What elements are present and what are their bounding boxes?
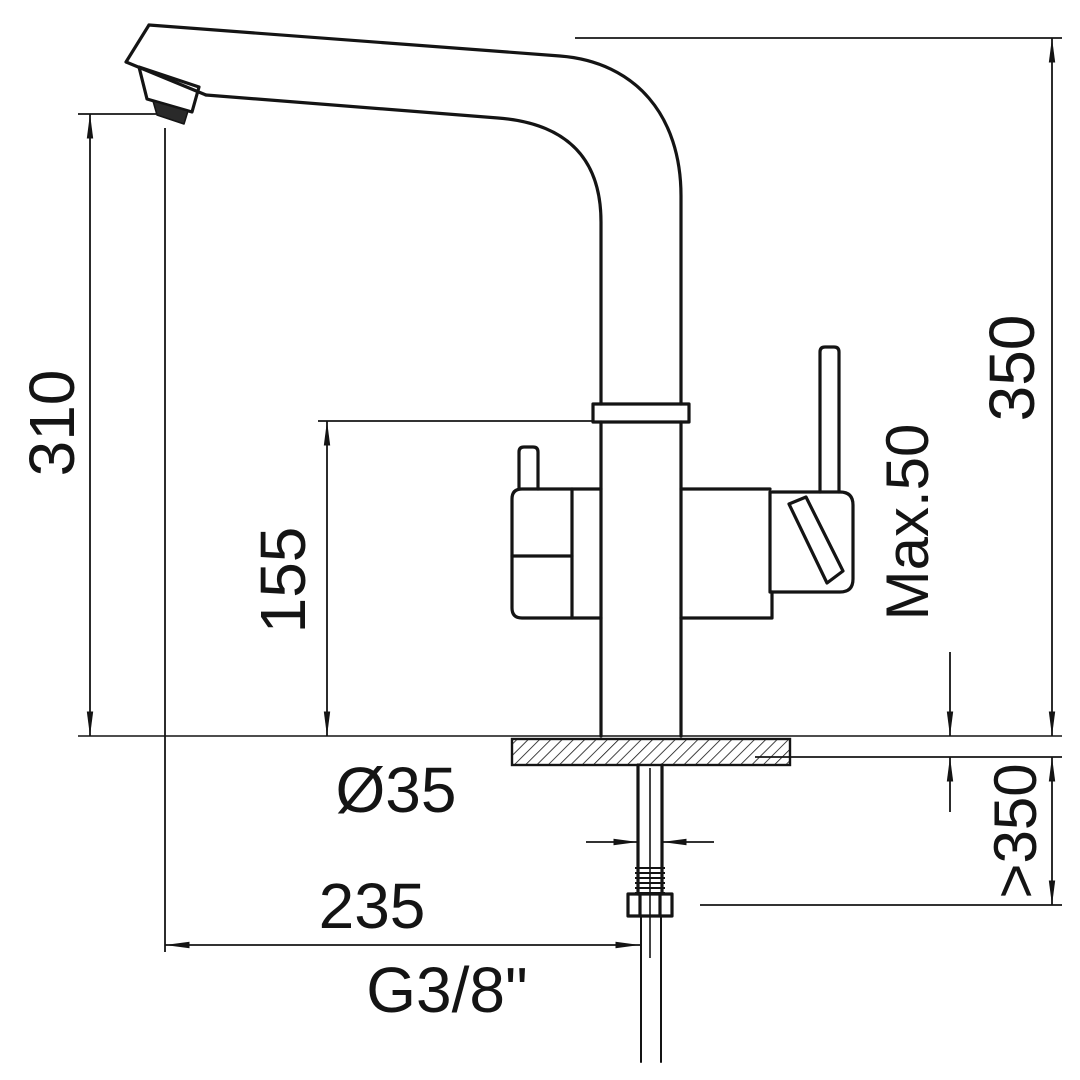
aerator-body-path — [137, 65, 201, 114]
dimension-thread-size: G3/8" — [366, 954, 527, 1026]
left-valve-body — [510, 487, 603, 620]
dimension-thread-size-label: G3/8" — [366, 954, 527, 1026]
dimension-hole-diameter: Ø35 — [336, 754, 714, 846]
spout-head-path — [124, 23, 208, 97]
dimension-spout-reach-label: 235 — [319, 870, 426, 942]
aerator-mesh — [152, 100, 189, 125]
flange-hatch — [510, 737, 792, 767]
collar — [591, 402, 691, 424]
spout-outer-path — [147, 23, 683, 406]
dimension-spout-reach: 235 — [164, 128, 640, 952]
dimension-hole-diameter-label: Ø35 — [336, 754, 457, 826]
dimension-spout-height: 310 — [16, 113, 156, 736]
right-lever — [818, 345, 841, 494]
dimension-counter-thickness: Max.50 — [755, 424, 1062, 812]
spout-inner-path — [204, 93, 603, 406]
dimension-counter-thickness-label: Max.50 — [874, 424, 941, 621]
dimension-body-height: 155 — [247, 420, 593, 736]
right-handle-lever-wedge — [787, 495, 845, 585]
right-handle-body — [768, 490, 855, 594]
left-lever — [517, 445, 540, 491]
dimension-body-height-label: 155 — [247, 527, 319, 634]
right-arm-bottom — [679, 590, 774, 620]
dimension-total-height-label: 350 — [976, 315, 1048, 422]
dimension-total-height: 350 — [575, 37, 1062, 736]
dimension-clearance-below: >350 — [700, 757, 1062, 906]
dimension-spout-height-label: 310 — [16, 370, 88, 477]
dimension-clearance-below-label: >350 — [982, 763, 1049, 898]
mounting-flange — [510, 737, 792, 767]
faucet-outline — [124, 23, 855, 1063]
